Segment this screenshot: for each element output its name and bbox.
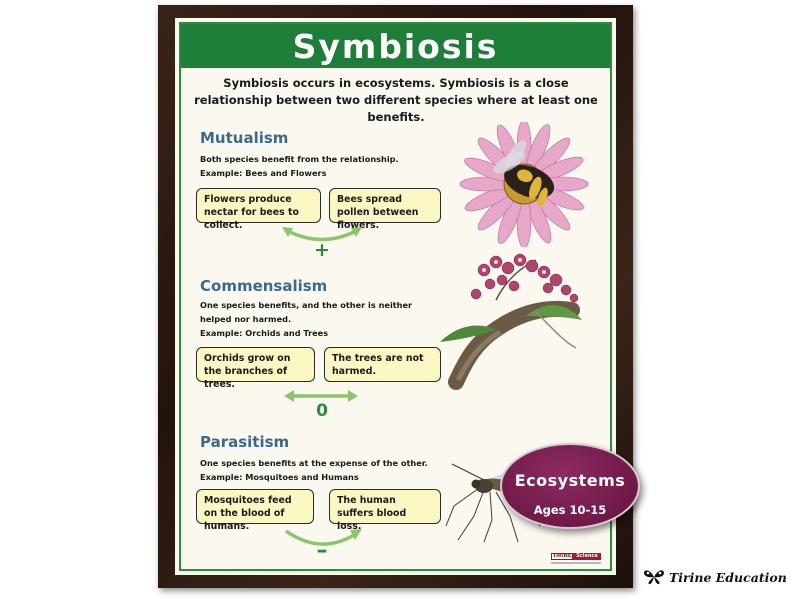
commensalism-description-text: One species benefits, and the other is n…	[200, 300, 413, 324]
badge-subtitle: Ages 10-15	[533, 503, 607, 517]
logo-underline	[551, 562, 601, 564]
mutualism-description: Both species benefit from the relationsh…	[200, 152, 435, 180]
bee-on-flower-illustration	[459, 122, 589, 247]
commensalism-example: Example: Orchids and Trees	[200, 328, 329, 338]
title-banner: Symbiosis	[181, 24, 610, 68]
brand-text: Tirine Education	[669, 569, 787, 585]
mutualism-box-left: Flowers produce nectar for bees to colle…	[196, 188, 321, 231]
logo-right: Science	[573, 553, 601, 560]
intro-text: Symbiosis occurs in ecosystems. Symbiosi…	[194, 76, 598, 124]
parasitism-description-text: One species benefits at the expense of t…	[200, 458, 428, 468]
commensalism-title: Commensalism	[200, 277, 328, 295]
mutualism-example: Example: Bees and Flowers	[200, 168, 327, 178]
parasitism-symbol: –	[316, 538, 328, 563]
brand-watermark: Tirine Education	[643, 566, 787, 588]
parasitism-box-left: Mosquitoes feed on the blood of humans.	[196, 489, 314, 532]
logo-left: TIRINE	[551, 553, 573, 560]
orchid-on-branch-illustration	[440, 253, 582, 390]
badge-title: Ecosystems	[514, 471, 626, 490]
mutualism-box-right: Bees spread pollen between flowers.	[329, 188, 441, 231]
commensalism-description: One species benefits, and the other is n…	[200, 298, 425, 340]
commensalism-arrow	[284, 390, 358, 402]
publisher-logo: TIRINE Science	[551, 553, 601, 566]
parasitism-box-right: The human suffers blood loss.	[329, 489, 441, 532]
mutualism-arrow	[282, 227, 362, 242]
ecosystems-badge: Ecosystems Ages 10-15	[500, 443, 640, 529]
commensalism-box-left: Orchids grow on the branches of trees.	[196, 347, 315, 390]
mutualism-symbol: +	[314, 239, 330, 261]
parasitism-title: Parasitism	[200, 433, 290, 451]
parasitism-arrow	[284, 529, 362, 546]
mutualism-description-text: Both species benefit from the relationsh…	[200, 154, 399, 164]
mutualism-title: Mutualism	[200, 129, 289, 147]
poster-title: Symbiosis	[292, 26, 499, 66]
commensalism-box-right: The trees are not harmed.	[324, 347, 441, 382]
poster-border	[179, 22, 612, 571]
parasitism-example: Example: Mosquitoes and Humans	[200, 472, 359, 482]
commensalism-symbol: 0	[316, 401, 328, 421]
butterfly-icon	[644, 570, 664, 585]
parasitism-description: One species benefits at the expense of t…	[200, 456, 435, 484]
